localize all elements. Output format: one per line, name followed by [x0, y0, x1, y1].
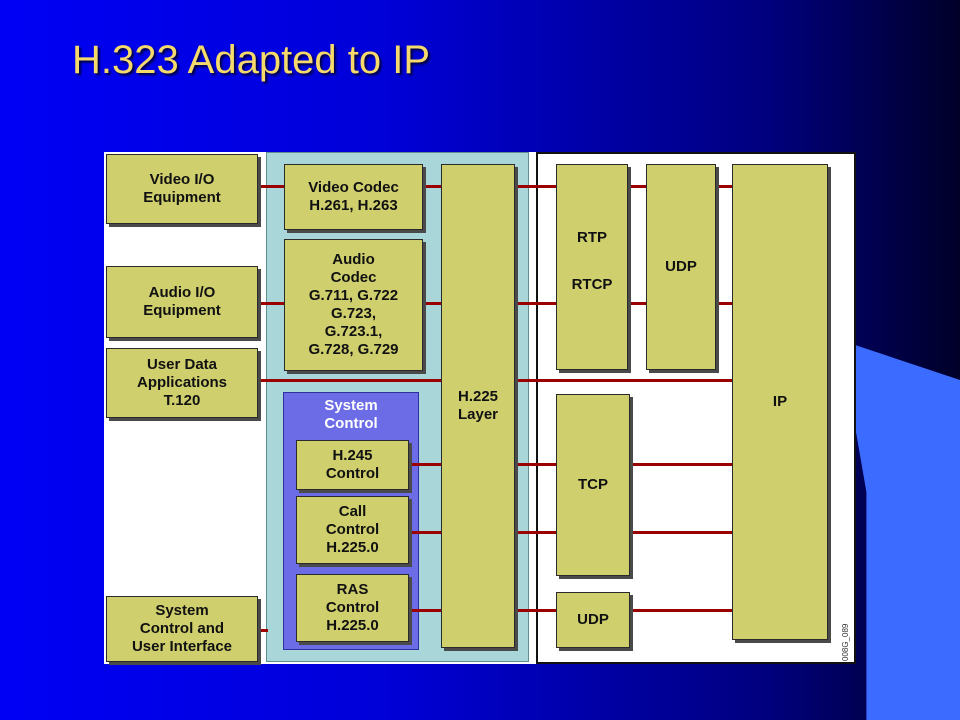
audio-codec-box: Audio Codec G.711, G.722 G.723, G.723.1,…: [284, 239, 423, 371]
rtp-rtcp-box: RTP: [556, 164, 628, 370]
link-h225-tcp-b: [515, 531, 556, 534]
udp-bottom-box: UDP: [556, 592, 630, 648]
ras-control-box: RAS Control H.225.0: [296, 574, 409, 642]
link-system-ui-zone: [258, 629, 268, 632]
h245-control-box: H.245 Control: [296, 440, 409, 490]
slide-title: H.323 Adapted to IP: [72, 38, 431, 82]
link-audio-codec-h225: [423, 302, 441, 305]
link-video-io-codec: [258, 185, 284, 188]
link-ras-h225: [409, 609, 441, 612]
link-audio-io-codec: [258, 302, 284, 305]
link-h225-rtcp: [515, 302, 556, 305]
figure-code: 008G_089: [841, 623, 850, 661]
system-control-label: System Control: [324, 397, 378, 432]
link-udp-ip-top: [716, 185, 732, 188]
link-call-h225: [409, 531, 441, 534]
link-rtp-udp: [628, 185, 646, 188]
video-codec-box: Video Codec H.261, H.263: [284, 164, 423, 230]
h225-layer-box: H.225 Layer: [441, 164, 515, 648]
ip-box: IP: [732, 164, 828, 640]
link-tcp-ip-b: [602, 531, 732, 534]
link-tcp-ip-a: [602, 463, 732, 466]
call-control-box: Call Control H.225.0: [296, 496, 409, 564]
link-h225-tcp-a: [515, 463, 556, 466]
link-rtcp-udp: [628, 302, 646, 305]
tcp-box: TCP: [556, 394, 630, 576]
link-udp-bottom-ip: [602, 609, 732, 612]
audio-io-equipment-box: Audio I/O Equipment: [106, 266, 258, 338]
rtp-label: RTP: [577, 229, 607, 246]
link-h225-rtp: [515, 185, 556, 188]
user-data-applications-box: User Data Applications T.120: [106, 348, 258, 418]
video-io-equipment-box: Video I/O Equipment: [106, 154, 258, 224]
udp-top-box: UDP: [646, 164, 716, 370]
system-control-ui-box: System Control and User Interface: [106, 596, 258, 662]
link-h225-udp-bottom: [515, 609, 556, 612]
h323-architecture-diagram: Video I/O Equipment Audio I/O Equipment …: [104, 152, 856, 664]
link-video-codec-h225: [423, 185, 441, 188]
link-h245-h225: [409, 463, 441, 466]
link-udp-ip-mid: [716, 302, 732, 305]
decorative-corner-shape: [840, 340, 960, 720]
rtcp-label: RTCP: [571, 276, 613, 293]
